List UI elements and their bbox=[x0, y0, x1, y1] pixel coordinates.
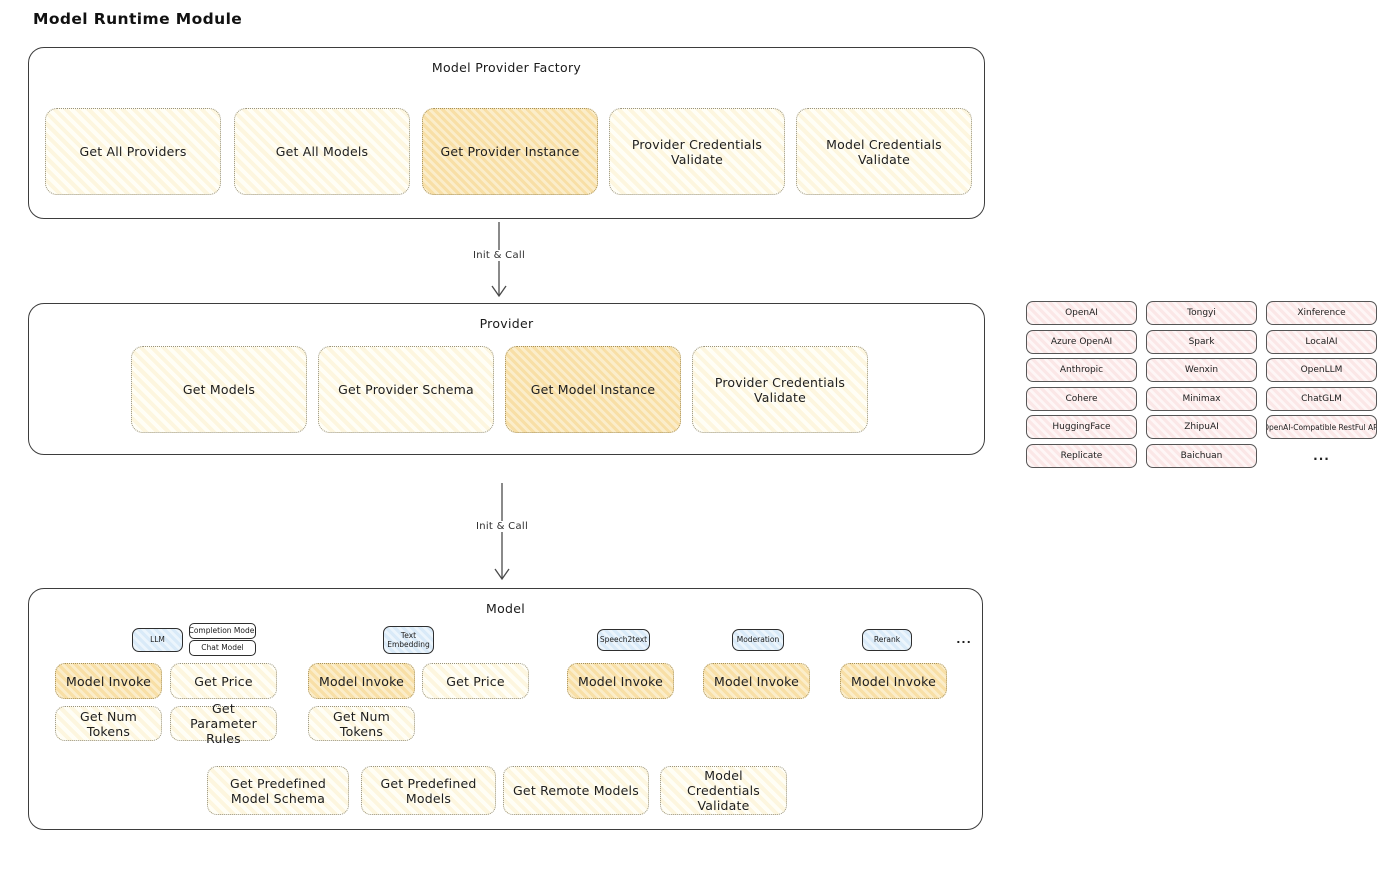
model-type-completion-model: Completion Model bbox=[189, 623, 256, 639]
model-node-model-credentials-validate: Model Credentials Validate bbox=[660, 766, 787, 815]
catalog-item-cohere: Cohere bbox=[1026, 386, 1137, 411]
catalog-item-minimax: Minimax bbox=[1146, 386, 1257, 411]
arrow-down-icon bbox=[491, 222, 507, 298]
model-node-model-invoke: Model Invoke bbox=[703, 663, 810, 699]
catalog-item-xinference: Xinference bbox=[1266, 301, 1377, 325]
catalog-item-anthropic: Anthropic bbox=[1026, 358, 1137, 382]
factory-box: Model Provider Factory Get All Providers… bbox=[28, 47, 985, 219]
factory-node-provider-credentials-validate: Provider Credentials Validate bbox=[609, 108, 785, 195]
factory-title: Model Provider Factory bbox=[431, 60, 582, 75]
catalog-item-replicate: Replicate bbox=[1026, 443, 1137, 468]
model-type-llm: LLM bbox=[132, 628, 183, 652]
catalog-item-wenxin: Wenxin bbox=[1146, 358, 1257, 382]
page-title: Model Runtime Module bbox=[33, 10, 243, 28]
catalog-item-tongyi: Tongyi bbox=[1146, 301, 1257, 325]
model-title: Model bbox=[485, 601, 526, 616]
model-node-get-num-tokens: Get Num Tokens bbox=[308, 706, 415, 741]
model-node-get-predefined-models: Get Predefined Models bbox=[361, 766, 496, 815]
model-type-chat-model: Chat Model bbox=[189, 640, 256, 656]
arrow-down-icon bbox=[494, 483, 510, 581]
model-type-speech2text: Speech2text bbox=[597, 629, 650, 651]
provider-node-get-provider-schema: Get Provider Schema bbox=[318, 346, 494, 433]
catalog-item-localai: LocalAI bbox=[1266, 329, 1377, 354]
model-node-model-invoke: Model Invoke bbox=[308, 663, 415, 699]
model-node-get-parameter-rules: Get Parameter Rules bbox=[170, 701, 277, 746]
provider-node-get-model-instance: Get Model Instance bbox=[505, 346, 681, 433]
factory-node-get-provider-instance: Get Provider Instance bbox=[422, 108, 598, 195]
catalog-item-azure-openai: Azure OpenAI bbox=[1026, 329, 1137, 354]
model-node-get-price: Get Price bbox=[422, 663, 529, 699]
model-node-model-invoke: Model Invoke bbox=[567, 663, 674, 699]
model-type-text-embedding: Text Embedding bbox=[383, 626, 434, 654]
catalog-item-baichuan: Baichuan bbox=[1146, 443, 1257, 468]
provider-node-get-models: Get Models bbox=[131, 346, 307, 433]
catalog-item-openllm: OpenLLM bbox=[1266, 358, 1377, 382]
model-type-moderation: Moderation bbox=[732, 629, 784, 651]
model-node-model-invoke: Model Invoke bbox=[55, 663, 162, 699]
init-call-label-2: Init & Call bbox=[470, 521, 534, 532]
catalog-item-ellipsis: ... bbox=[1313, 448, 1330, 463]
provider-title: Provider bbox=[479, 316, 534, 331]
factory-node-get-all-providers: Get All Providers bbox=[45, 108, 221, 195]
provider-node-provider-credentials-validate: Provider Credentials Validate bbox=[692, 346, 868, 433]
model-type-ellipsis: ... bbox=[956, 633, 972, 647]
catalog-item-huggingface: HuggingFace bbox=[1026, 415, 1137, 439]
init-call-label-1: Init & Call bbox=[467, 250, 531, 261]
model-node-get-price: Get Price bbox=[170, 663, 277, 699]
model-type-rerank: Rerank bbox=[862, 629, 912, 651]
catalog-item-spark: Spark bbox=[1146, 329, 1257, 354]
catalog-item-chatglm: ChatGLM bbox=[1266, 386, 1377, 411]
model-node-get-remote-models: Get Remote Models bbox=[503, 766, 649, 815]
factory-node-get-all-models: Get All Models bbox=[234, 108, 410, 195]
model-node-model-invoke: Model Invoke bbox=[840, 663, 947, 699]
model-node-get-predefined-model-schema: Get Predefined Model Schema bbox=[207, 766, 349, 815]
catalog-item-openai-compatible-restful-api: OpenAI-Compatible RestFul API bbox=[1266, 415, 1377, 439]
factory-node-model-credentials-validate: Model Credentials Validate bbox=[796, 108, 972, 195]
model-node-get-num-tokens: Get Num Tokens bbox=[55, 706, 162, 741]
catalog-item-zhipuai: ZhipuAI bbox=[1146, 415, 1257, 439]
catalog-item-openai: OpenAI bbox=[1026, 301, 1137, 325]
